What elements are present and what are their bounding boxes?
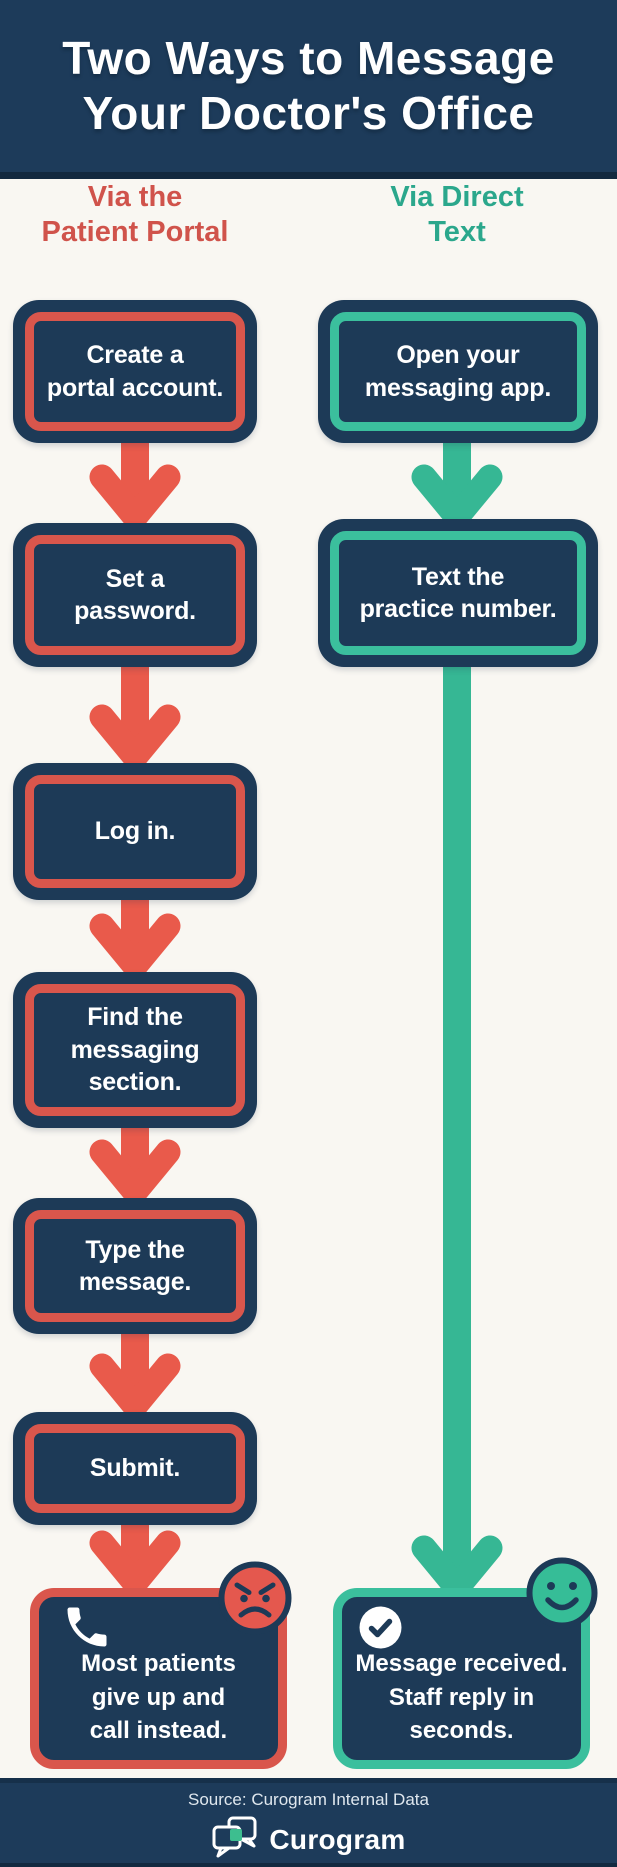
down-arrow-icon bbox=[85, 1521, 185, 1600]
smiley-face-icon bbox=[524, 1555, 600, 1636]
down-arrow-icon bbox=[85, 1330, 185, 1423]
down-arrow-icon bbox=[85, 896, 185, 983]
down-arrow-icon bbox=[85, 441, 185, 534]
step-label: Set a password. bbox=[74, 564, 196, 626]
step-label: Find the messaging section. bbox=[70, 1003, 200, 1097]
step-label: Create a portal account. bbox=[46, 341, 224, 402]
brand-row: Curogram bbox=[0, 1816, 617, 1863]
step-label: Log in. bbox=[94, 817, 176, 846]
check-circle-icon bbox=[358, 1605, 403, 1655]
portal-step-6: Submit. bbox=[13, 1412, 257, 1525]
outcome-label: Message received. Staff reply in seconds… bbox=[355, 1650, 568, 1745]
step-label: Open your messaging app. bbox=[364, 341, 552, 402]
phone-icon bbox=[61, 1601, 113, 1658]
outcome-label: Most patients give up and call instead. bbox=[81, 1650, 236, 1745]
direct-column-heading: Via Direct Text bbox=[390, 181, 524, 249]
step-label: Submit. bbox=[89, 1454, 181, 1483]
down-arrow-icon bbox=[85, 1124, 185, 1209]
direct-step-2: Text the practice number. bbox=[318, 519, 598, 667]
angry-face-icon bbox=[216, 1559, 294, 1642]
footer: Source: Curogram Internal Data Curogram bbox=[0, 1778, 617, 1867]
header: Two Ways to Message Your Doctor's Office bbox=[0, 0, 617, 179]
step-label: Type the message. bbox=[78, 1235, 192, 1297]
brand-name: Curogram bbox=[269, 1823, 406, 1855]
down-arrow-long-icon bbox=[407, 663, 507, 1605]
portal-step-4: Find the messaging section. bbox=[13, 972, 257, 1128]
step-label: Text the practice number. bbox=[359, 562, 557, 624]
down-arrow-icon bbox=[85, 665, 185, 774]
portal-step-2: Set a password. bbox=[13, 523, 257, 667]
portal-step-1: Create a portal account. bbox=[13, 300, 257, 443]
portal-step-3: Log in. bbox=[13, 763, 257, 900]
portal-step-5: Type the message. bbox=[13, 1198, 257, 1334]
page-title: Two Ways to Message Your Doctor's Office bbox=[62, 31, 555, 139]
direct-step-1: Open your messaging app. bbox=[318, 300, 598, 443]
portal-outcome-box: Most patients give up and call instead. bbox=[30, 1588, 287, 1769]
portal-column-heading: Via the Patient Portal bbox=[41, 181, 229, 249]
down-arrow-icon bbox=[407, 441, 507, 534]
curogram-logo-icon bbox=[211, 1816, 259, 1863]
source-text: Source: Curogram Internal Data bbox=[188, 1790, 429, 1809]
